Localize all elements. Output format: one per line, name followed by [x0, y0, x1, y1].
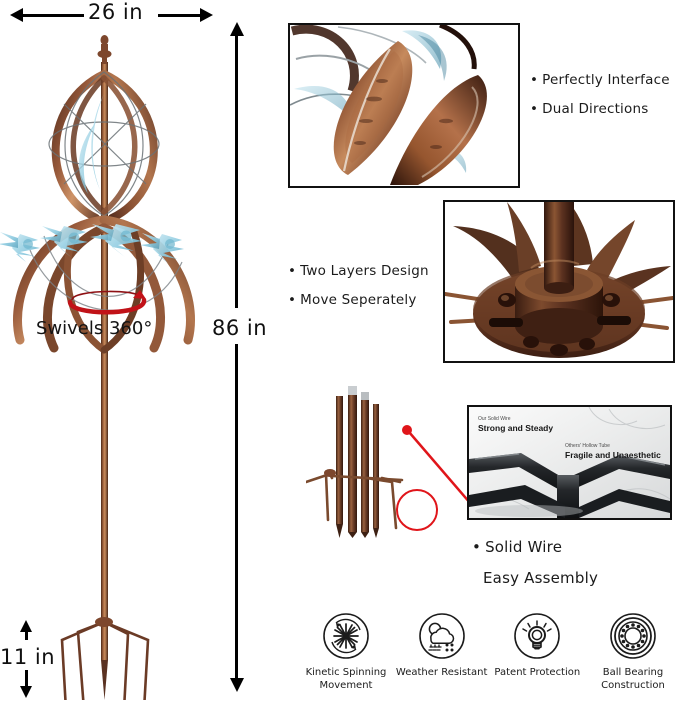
- hub-closeup-art: [445, 202, 673, 361]
- arrow-shaft-right: [158, 14, 206, 17]
- arrow-head-bottom: [230, 678, 244, 692]
- feature-caption-line2: Movement: [319, 680, 373, 691]
- flower-accent-group: [0, 224, 184, 264]
- hub-closeup-photo: [443, 200, 675, 363]
- bullet-dot: •: [530, 72, 539, 88]
- height-label-backdrop: [205, 308, 277, 344]
- our-wire-small-label: Our Solid Wire: [478, 416, 511, 422]
- bullet-dot: •: [288, 292, 297, 308]
- bullet-dot: •: [472, 538, 482, 556]
- feature-caption: Kinetic Spinning Movement: [306, 666, 387, 692]
- ball-bearing-icon: [609, 612, 657, 660]
- height-dimension-label: 86 in: [212, 316, 268, 340]
- swivel-note: Swivels 360°: [36, 318, 152, 339]
- bullet-text: Solid Wire: [485, 538, 563, 556]
- feature-caption: Patent Protection: [494, 666, 580, 679]
- bullet-item: Easy Assembly: [472, 569, 598, 587]
- bullet-item: •Solid Wire: [472, 538, 598, 556]
- feature-weather-resistant: Weather Resistant: [396, 612, 488, 679]
- feature-caption-line1: Patent Protection: [494, 667, 581, 678]
- swivel-rotation-icon: [67, 290, 147, 315]
- bullet-text: Easy Assembly: [483, 569, 599, 587]
- our-wire-headline: Strong and Steady: [478, 423, 554, 433]
- bullet-text: Two Layers Design: [300, 263, 429, 279]
- width-dimension: 26 in: [8, 0, 213, 28]
- wire-comparison-art: [469, 407, 670, 518]
- bullet-text: Perfectly Interface: [542, 72, 670, 88]
- assembly-poles-illustration: [306, 386, 404, 538]
- feature-patent-protection: Patent Protection: [491, 612, 583, 679]
- bullet-item: •Perfectly Interface: [530, 72, 670, 88]
- feature-caption-line2: Construction: [601, 680, 665, 691]
- width-dimension-label: 26 in: [88, 0, 144, 24]
- feature-caption: Ball Bearing Construction: [601, 666, 665, 692]
- blades-closeup-photo: [288, 23, 520, 188]
- feature-icon-strip: Kinetic Spinning Movement: [300, 612, 679, 702]
- wire-comparison-photo: Our Solid Wire Strong and Steady Others'…: [467, 405, 672, 520]
- feature-kinetic-spinning: Kinetic Spinning Movement: [300, 612, 392, 692]
- arrow-head-left: [10, 8, 23, 22]
- wire-callout-circle: [396, 489, 438, 531]
- bullet-item: •Move Seperately: [288, 292, 429, 308]
- bullet-item: •Two Layers Design: [288, 263, 429, 279]
- other-wire-small-label: Others' Hollow Tube: [565, 443, 610, 449]
- feature-caption-line1: Weather Resistant: [395, 667, 488, 678]
- bullet-dot: •: [288, 263, 297, 279]
- arrow-head-top: [20, 620, 32, 632]
- feature-caption-line1: Ball Bearing: [602, 667, 664, 678]
- kinetic-spin-icon: [322, 612, 370, 660]
- swivel-label: Swivels 360°: [36, 318, 153, 339]
- base-label-backdrop: [0, 640, 48, 670]
- wind-spinner-illustration: [0, 35, 195, 700]
- arrow-shaft-left: [22, 14, 84, 17]
- height-dimension: [230, 22, 244, 692]
- blades-bullet-list: •Perfectly Interface •Dual Directions: [530, 72, 670, 130]
- weather-cloud-icon: [418, 612, 466, 660]
- product-dimension-panel: 26 in 86 in 11 in Swivels 360°: [0, 0, 280, 702]
- lightbulb-icon: [513, 612, 561, 660]
- blades-closeup-art: [290, 25, 518, 186]
- arrow-head-top: [230, 22, 244, 36]
- assembly-bullet-list: •Solid Wire Easy Assembly: [472, 538, 598, 600]
- feature-caption: Weather Resistant: [396, 666, 487, 679]
- feature-ball-bearing: Ball Bearing Construction: [587, 612, 679, 692]
- arrow-shaft-vertical: [235, 34, 238, 680]
- other-wire-headline: Fragile and Unaesthetic: [565, 450, 661, 460]
- base-dimension-label: 11 in: [0, 645, 56, 669]
- bullet-text: Dual Directions: [542, 101, 649, 117]
- feature-caption-line1: Kinetic Spinning: [305, 667, 387, 678]
- arrow-head-right: [200, 8, 213, 22]
- arrow-head-bottom: [20, 686, 32, 698]
- bullet-text: Move Seperately: [300, 292, 417, 308]
- bullet-dot: •: [530, 101, 539, 117]
- bullet-item: •Dual Directions: [530, 101, 670, 117]
- hub-bullet-list: •Two Layers Design •Move Seperately: [288, 263, 429, 321]
